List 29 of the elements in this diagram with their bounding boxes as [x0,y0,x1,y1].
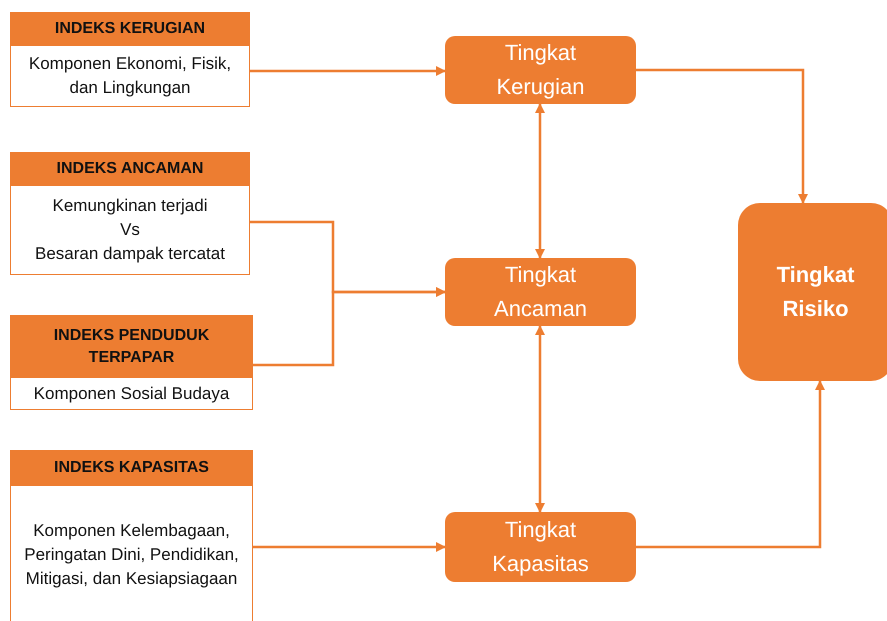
index-card [10,152,250,275]
arrow [253,542,446,552]
arrow [535,103,545,259]
result-box [738,203,887,381]
card-heading: INDEKS ANCAMAN [11,152,249,186]
card-text: Besaran dampak tercatat [35,243,225,265]
card-heading: INDEKS KAPASITAS [11,450,252,486]
card-text: Komponen Sosial Budaya [34,383,230,405]
card-text: Kemungkinan terjadi [52,195,208,217]
card-heading: INDEKS KERUGIAN [11,12,249,46]
process-box [445,36,636,104]
box-label: Tingkat Kapasitas [491,516,590,578]
process-box [445,258,636,326]
box-label: Tingkat Risiko [776,261,856,323]
index-card [10,12,250,107]
card-text: Vs [120,219,140,241]
arrow [253,287,446,366]
box-label: Tingkat Kerugian [495,39,586,101]
index-card [10,450,253,621]
card-text: Komponen Kelembagaan, Peringatan Dini, Pendidikan, Mitigasi, dan Kesiapsiagaan [23,520,240,590]
index-card [10,315,253,410]
arrow [535,325,545,513]
card-text: Komponen Ekonomi, Fisik, dan Lingkungan [28,53,232,99]
arrow [636,380,825,548]
arrow [636,68,808,204]
process-box [445,512,636,582]
box-label: Tingkat Ancaman [493,261,588,323]
arrow [250,66,446,76]
card-heading: INDEKS PENDUDUK TERPAPAR [11,315,252,378]
